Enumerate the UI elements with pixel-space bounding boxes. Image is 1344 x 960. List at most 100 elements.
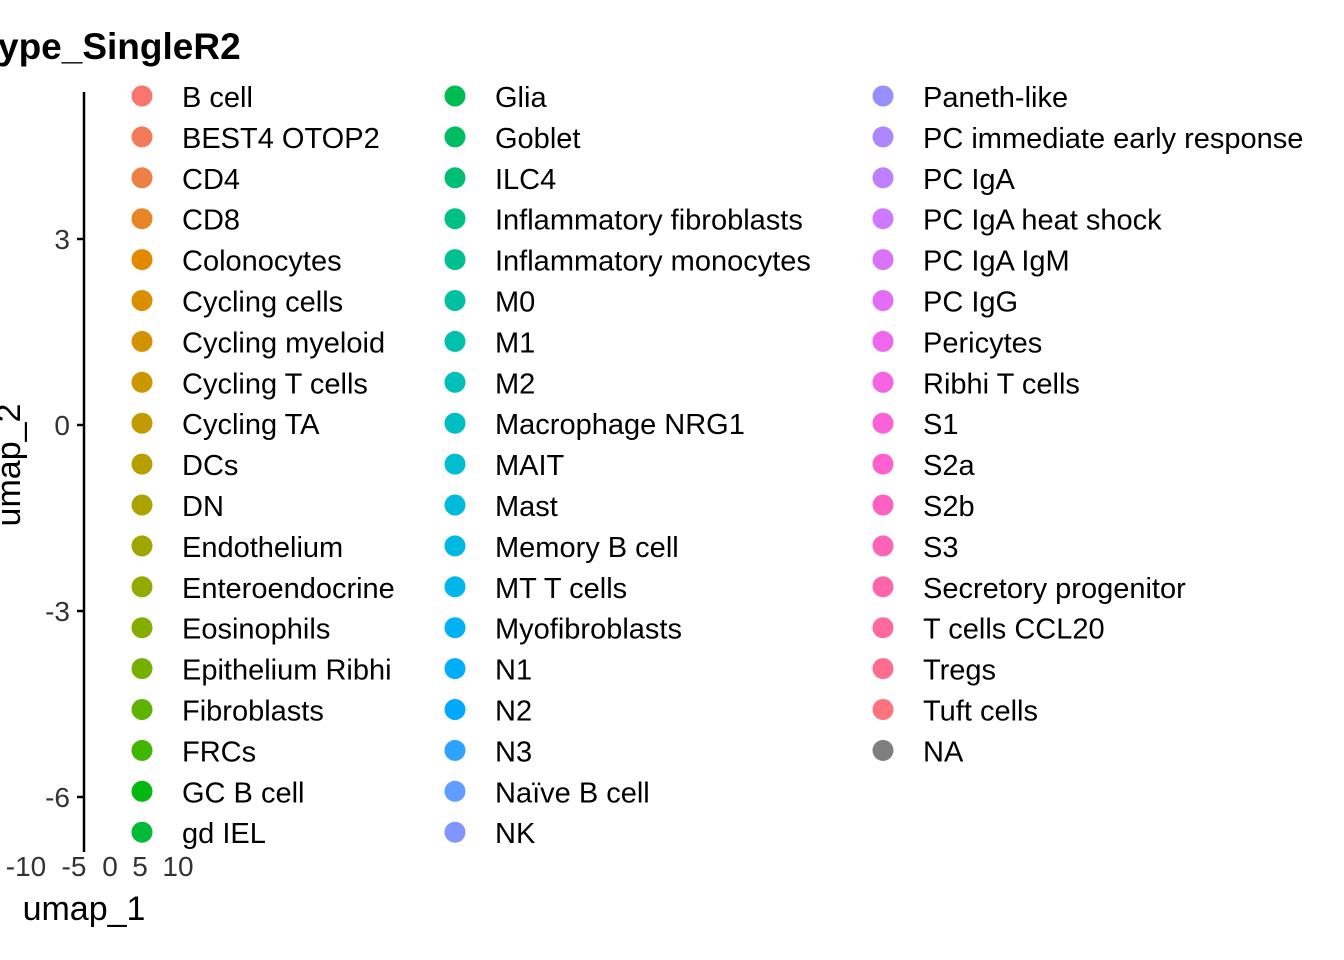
legend-key	[131, 249, 153, 271]
legend-key	[444, 371, 466, 393]
legend-label: Tuft cells	[923, 696, 1038, 728]
legend-label: GC B cell	[182, 777, 304, 809]
y-tick-label: 0	[54, 410, 70, 441]
legend-key	[444, 126, 466, 148]
legend-label: M2	[495, 368, 535, 400]
legend-key	[131, 330, 153, 352]
legend-label: S3	[923, 532, 958, 564]
legend-key	[444, 494, 466, 516]
legend-label: MT T cells	[495, 573, 627, 605]
legend-key	[444, 208, 466, 230]
legend-key	[872, 535, 894, 557]
legend-label: Naïve B cell	[495, 777, 650, 809]
legend-key	[131, 494, 153, 516]
legend-label: S2a	[923, 450, 975, 482]
legend-key	[872, 126, 894, 148]
legend-key	[444, 535, 466, 557]
legend-key	[444, 658, 466, 680]
legend-label: PC IgA	[923, 164, 1016, 196]
legend-label: gd IEL	[182, 818, 266, 850]
legend-label: Epithelium Ribhi	[182, 655, 392, 687]
legend-label: Goblet	[495, 123, 580, 155]
x-tick-label: -10	[6, 851, 46, 882]
legend-label: M1	[495, 327, 535, 359]
legend-label: N3	[495, 736, 532, 768]
legend-key	[131, 617, 153, 639]
legend-label: DN	[182, 491, 224, 523]
y-axis-label: umap_2	[0, 404, 28, 527]
x-tick-label: -5	[62, 851, 87, 882]
legend-label: Cycling myeloid	[182, 327, 385, 359]
legend-label: Colonocytes	[182, 246, 342, 278]
legend-key	[444, 739, 466, 761]
y-tick-label: -6	[45, 782, 70, 813]
y-tick-label: -3	[45, 596, 70, 627]
legend-key	[872, 330, 894, 352]
legend-label: ILC4	[495, 164, 556, 196]
legend-label: Endothelium	[182, 532, 343, 564]
legend-key	[872, 658, 894, 680]
legend-label: PC immediate early response	[923, 123, 1303, 155]
legend-label: NA	[923, 736, 964, 768]
legend-label: Pericytes	[923, 327, 1042, 359]
legend-label: Macrophage NRG1	[495, 409, 745, 441]
legend-label: S2b	[923, 491, 975, 523]
legend-key	[131, 208, 153, 230]
legend-label: Cycling TA	[182, 409, 320, 441]
legend-key	[131, 699, 153, 720]
x-axis-label: umap_1	[23, 890, 146, 928]
y-tick-label: 3	[54, 224, 70, 255]
legend-label: CD8	[182, 205, 240, 237]
legend-key	[131, 167, 153, 189]
legend-label: N1	[495, 655, 532, 687]
legend-key	[131, 453, 153, 475]
legend-key	[872, 494, 894, 516]
legend-label: Glia	[495, 82, 547, 114]
legend-key	[131, 126, 153, 148]
legend-label: T cells CCL20	[923, 614, 1105, 646]
legend-label: Secretory progenitor	[923, 573, 1186, 605]
legend-key	[444, 167, 466, 189]
x-tick-label: 0	[102, 851, 118, 882]
legend-label: Paneth-like	[923, 82, 1068, 114]
legend-key	[872, 453, 894, 475]
legend-label: PC IgA heat shock	[923, 205, 1162, 237]
legend-key	[131, 821, 153, 843]
legend-key	[872, 208, 894, 230]
legend-label: Tregs	[923, 655, 996, 687]
x-tick-label: 5	[132, 851, 148, 882]
legend-label: Ribhi T cells	[923, 368, 1080, 400]
legend-key	[131, 85, 153, 107]
legend-label: Inflammatory monocytes	[495, 246, 811, 278]
legend-key	[872, 617, 894, 639]
legend-key	[872, 85, 894, 107]
legend-key	[872, 167, 894, 189]
legend-label: Inflammatory fibroblasts	[495, 205, 803, 237]
legend-label: NK	[495, 818, 536, 850]
legend-label: Memory B cell	[495, 532, 679, 564]
legend-key	[444, 699, 466, 720]
legend-key	[131, 412, 153, 434]
legend-key	[444, 412, 466, 434]
legend-key	[872, 412, 894, 434]
legend-label: Mast	[495, 491, 558, 523]
legend-key	[444, 780, 466, 802]
legend-key	[444, 249, 466, 271]
legend-label: Fibroblasts	[182, 696, 324, 728]
legend-label: PC IgA IgM	[923, 246, 1070, 278]
legend-key	[131, 535, 153, 557]
legend-key	[872, 739, 894, 761]
legend-key	[872, 371, 894, 393]
legend-key	[444, 821, 466, 843]
legend-key	[131, 290, 153, 311]
legend-key	[872, 699, 894, 720]
legend-label: PC IgG	[923, 287, 1018, 319]
legend-key	[444, 453, 466, 475]
legend-label: CD4	[182, 164, 240, 196]
legend-label: BEST4 OTOP2	[182, 123, 380, 155]
legend-key	[444, 617, 466, 639]
legend-key	[131, 780, 153, 802]
legend-label: FRCs	[182, 736, 256, 768]
legend-key	[872, 576, 894, 598]
